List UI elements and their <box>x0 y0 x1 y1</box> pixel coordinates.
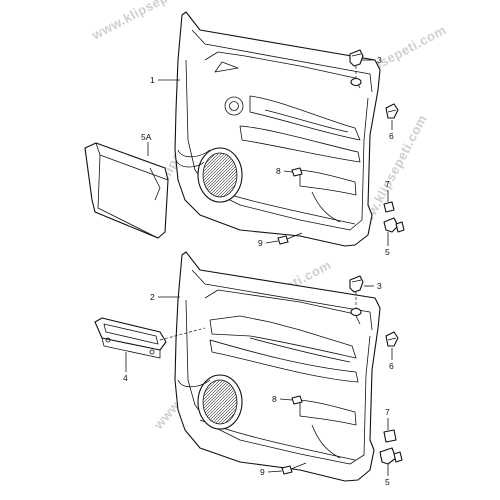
clip-5-lower <box>379 447 403 465</box>
clip-3-lower <box>349 275 364 317</box>
screw-8-lower <box>291 395 303 405</box>
leader-lines <box>125 59 393 476</box>
label-part-8-lower: 8 <box>272 394 277 404</box>
label-part-4: 4 <box>123 373 128 383</box>
switch-bezel-4 <box>94 317 206 359</box>
label-part-7-upper: 7 <box>385 179 390 189</box>
screw-9-lower <box>281 462 307 475</box>
screw-7-upper <box>383 201 395 213</box>
trim-cover-5a <box>84 142 169 239</box>
part-labels: 1 2 3 3 4 5 5 5A 6 6 7 7 8 8 9 9 <box>123 55 394 487</box>
label-part-6-upper: 6 <box>389 131 394 141</box>
label-part-6-lower: 6 <box>389 361 394 371</box>
screw-8-upper <box>291 167 303 177</box>
clip-3-upper <box>349 49 364 87</box>
clip-6-upper <box>385 103 399 119</box>
label-part-8-upper: 8 <box>276 166 281 176</box>
label-part-5a: 5A <box>141 132 152 142</box>
door-trim-panel-lower <box>174 251 381 482</box>
screw-9-upper <box>277 232 303 245</box>
label-part-9-upper: 9 <box>258 238 263 248</box>
label-part-5-lower: 5 <box>385 477 390 487</box>
label-part-5-upper: 5 <box>385 247 390 257</box>
label-part-2: 2 <box>150 292 155 302</box>
label-part-3-upper: 3 <box>377 55 382 65</box>
door-trim-panel-upper <box>174 11 381 247</box>
clip-5-upper <box>383 217 405 233</box>
label-part-9-lower: 9 <box>260 467 265 477</box>
label-part-3-lower: 3 <box>377 281 382 291</box>
label-part-7-lower: 7 <box>385 407 390 417</box>
label-part-1: 1 <box>150 75 155 85</box>
screw-7-lower <box>383 429 397 443</box>
clip-6-lower <box>385 331 399 347</box>
